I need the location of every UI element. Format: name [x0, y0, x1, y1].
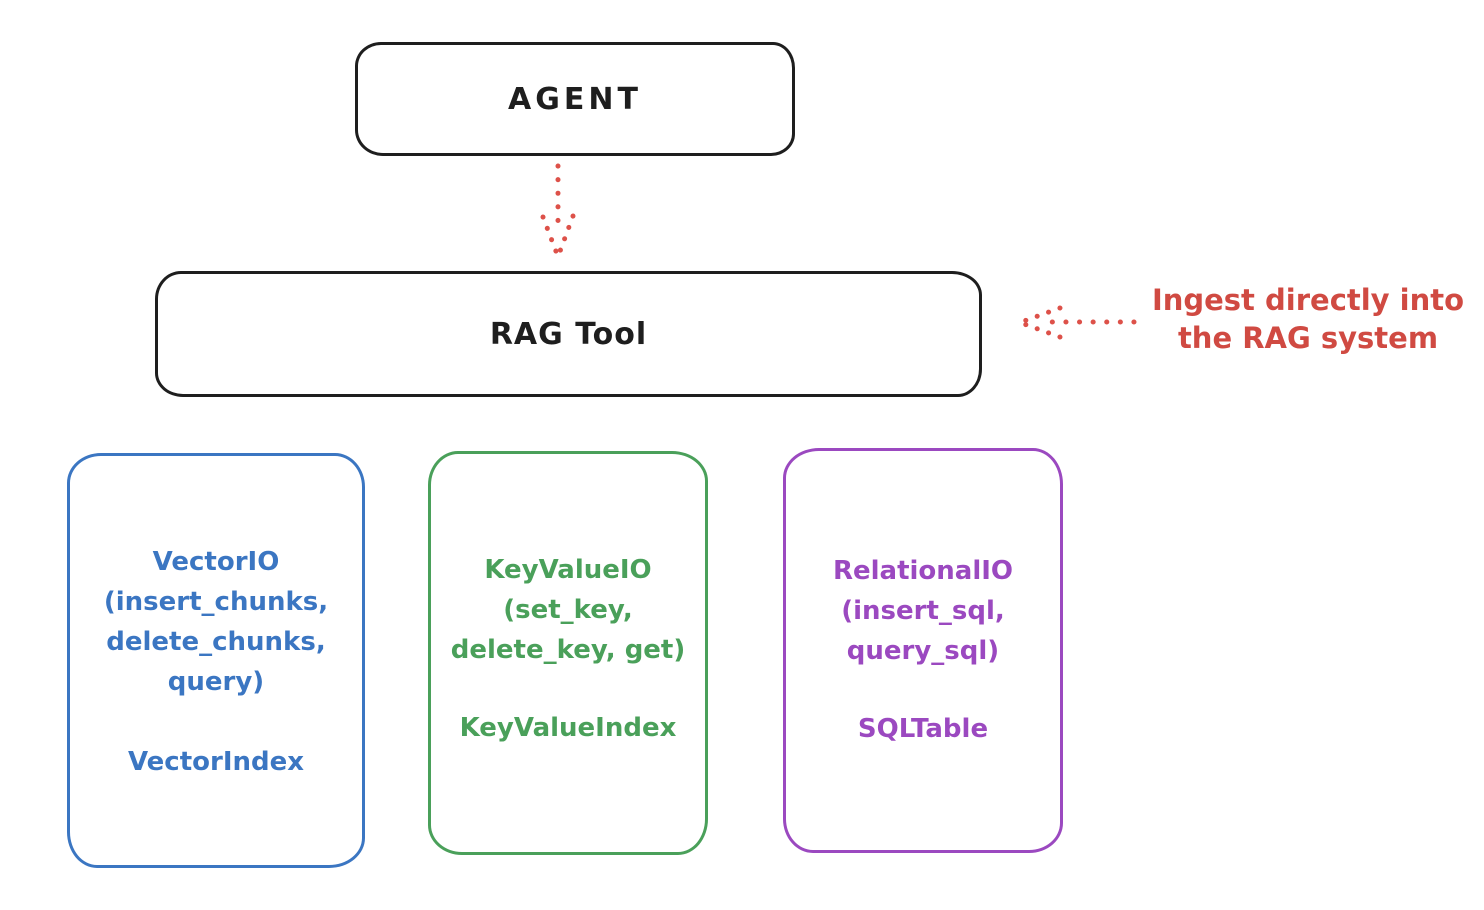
keyvalue-index-label: KeyValueIndex	[459, 713, 677, 743]
vector-io-methods: VectorIO (insert_chunks, delete_chunks, …	[103, 547, 329, 697]
annotation-line-2: the RAG system	[1177, 321, 1439, 355]
relational-io-node: RelationalIO (insert_sql, query_sql) SQL…	[783, 448, 1063, 853]
annotation-text: Ingest directly into the RAG system	[1132, 281, 1484, 357]
relational-io-methods: RelationalIO (insert_sql, query_sql)	[832, 556, 1014, 666]
arrow-annotation-to-rag-icon	[1021, 305, 1137, 340]
annotation-line-1: Ingest directly into	[1151, 283, 1465, 317]
agent-label: AGENT	[508, 81, 642, 117]
keyvalue-io-node: KeyValueIO (set_key, delete_key, get) Ke…	[428, 451, 708, 855]
vector-index-label: VectorIndex	[127, 747, 305, 777]
rag-tool-label: RAG Tool	[489, 316, 648, 352]
vector-io-node: VectorIO (insert_chunks, delete_chunks, …	[67, 453, 365, 868]
keyvalue-io-methods: KeyValueIO (set_key, delete_key, get)	[450, 555, 686, 665]
sql-table-label: SQLTable	[857, 714, 989, 744]
arrow-agent-to-rag-icon	[540, 163, 576, 257]
agent-node: AGENT	[355, 42, 795, 156]
rag-tool-node: RAG Tool	[155, 271, 982, 397]
